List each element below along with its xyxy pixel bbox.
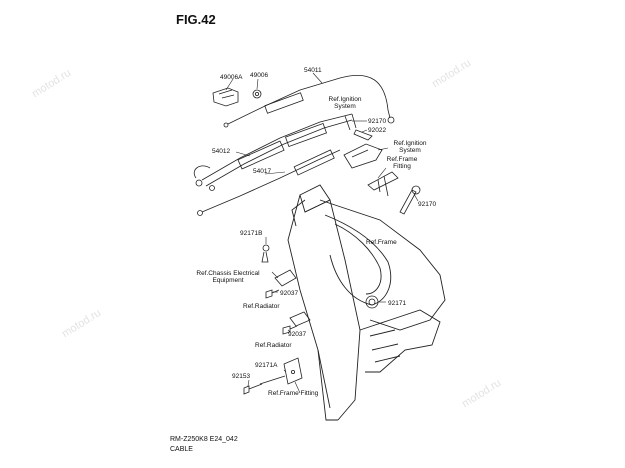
part-92171a-bracket — [283, 357, 303, 385]
label-92170-right: 92170 — [418, 201, 437, 208]
label-ref-frame-fitting-top: Ref.Frame Fitting — [386, 156, 418, 170]
part-92170-clip-right — [399, 185, 421, 215]
part-92171-grommet — [365, 295, 379, 309]
part-92022-clamp — [353, 129, 373, 141]
label-ref-frame: Ref.Frame — [366, 239, 397, 246]
label-92171a: 92171A — [255, 362, 278, 369]
label-54011: 54011 — [304, 67, 322, 74]
label-92170-top: 92170 — [368, 118, 387, 125]
frame-outline — [287, 184, 446, 421]
label-ref-frame-fitting-bottom: Ref.Frame Fitting — [268, 390, 319, 397]
label-ref-ignition-system-1: Ref.Ignition System — [328, 96, 362, 110]
label-92153: 92153 — [232, 373, 251, 380]
part-54011-cable — [223, 74, 395, 128]
label-ref-radiator-1: Ref.Radiator — [243, 303, 280, 310]
label-92171b: 92171B — [240, 230, 263, 237]
label-92037-b: 92037 — [288, 331, 307, 338]
label-ref-chassis-electrical-equipment: Ref.Chassis Electrical Equipment — [196, 270, 260, 284]
label-54012: 54012 — [212, 148, 231, 155]
part-cable-tie — [259, 375, 286, 385]
figure-title: FIG.42 — [176, 12, 216, 27]
part-ignition-unit — [343, 143, 383, 169]
part-49006a-bracket — [212, 87, 239, 107]
part-49006-nut — [252, 89, 262, 99]
label-92171: 92171 — [388, 300, 407, 307]
footer-diagram-name: CABLE — [170, 446, 193, 453]
part-54012-cable — [193, 113, 353, 191]
part-chassis-clamp — [274, 269, 297, 287]
footer-diagram-code: RM-Z250K8 E24_042 — [170, 436, 238, 443]
label-49006a: 49006A — [220, 74, 243, 81]
label-ref-ignition-system-2: Ref.Ignition System — [393, 140, 427, 154]
part-radiator-clamp — [289, 311, 311, 327]
label-92037-a: 92037 — [280, 290, 299, 297]
part-92171b-clamp — [261, 244, 270, 263]
label-92022: 92022 — [368, 127, 387, 134]
label-49006: 49006 — [250, 72, 269, 79]
part-54017-cable — [197, 149, 341, 216]
label-54017: 54017 — [253, 168, 272, 175]
part-frame-fitting-bracket — [367, 171, 399, 197]
leader-lines — [225, 72, 419, 394]
part-92153-bolt — [243, 383, 263, 395]
label-ref-radiator-2: Ref.Radiator — [255, 342, 292, 349]
part-92037-bolt-a — [265, 289, 280, 299]
part-92170-clip-top — [344, 113, 357, 131]
